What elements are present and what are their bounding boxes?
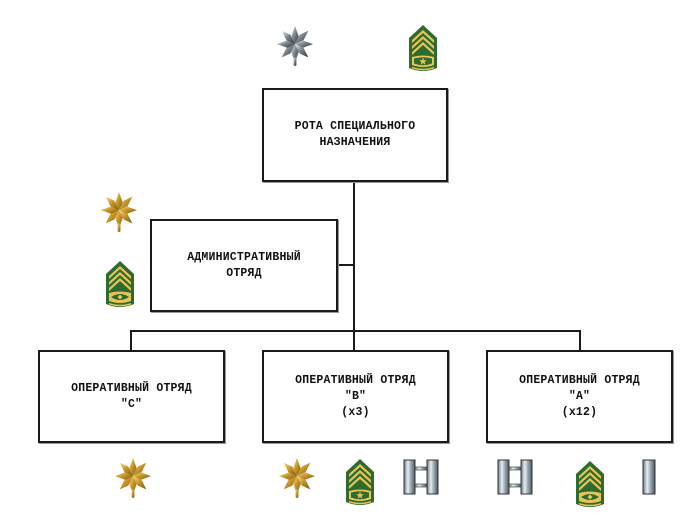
sergeant-major-chevron-icon	[408, 24, 438, 74]
connector-hq-down	[353, 180, 355, 332]
first-sergeant-chevron-icon	[575, 460, 605, 510]
gold-oak-leaf-icon	[100, 190, 138, 234]
node-label-line2: НАЗНАЧЕНИЯ	[319, 136, 391, 149]
node-label-line2: "В"	[344, 389, 367, 403]
gold-oak-leaf-icon	[278, 456, 316, 500]
node-label-line3: (x12)	[561, 405, 598, 419]
sergeant-major-chevron-icon	[345, 458, 375, 508]
connector-odb	[353, 330, 355, 350]
node-label-line2: "А"	[568, 389, 591, 403]
node-operational-detachment-c: ОПЕРАТИВНЫЙ ОТРЯД "С"	[38, 350, 225, 443]
captain-bars-icon	[497, 459, 533, 495]
lieutenant-bar-icon	[642, 459, 656, 495]
node-label-line3: (x3)	[341, 405, 370, 419]
node-operational-detachment-a: ОПЕРАТИВНЫЙ ОТРЯД "А" (x12)	[486, 350, 673, 443]
node-label-line2: ОТРЯД	[226, 266, 262, 280]
node-operational-detachment-b: ОПЕРАТИВНЫЙ ОТРЯД "В" (x3)	[262, 350, 449, 443]
node-admin-detachment: АДМИНИСТРАТИВНЫЙ ОТРЯД	[150, 219, 338, 312]
node-label-line1: ОПЕРАТИВНЫЙ ОТРЯД	[71, 381, 192, 395]
connector-odc	[130, 330, 132, 350]
first-sergeant-chevron-icon	[105, 260, 135, 310]
gold-oak-leaf-icon	[114, 456, 152, 500]
node-special-forces-company: РОТА СПЕЦИАЛЬНОГО НАЗНАЧЕНИЯ	[262, 88, 448, 182]
connector-oda	[579, 330, 581, 350]
node-label-line2: "С"	[120, 397, 143, 411]
node-label-line1: АДМИНИСТРАТИВНЫЙ	[187, 250, 301, 264]
captain-bars-icon	[403, 459, 439, 495]
connector-horizontal	[130, 330, 581, 332]
silver-oak-leaf-icon	[276, 24, 314, 68]
node-label-line1: РОТА СПЕЦИАЛЬНОГО	[294, 120, 416, 133]
connector-admin	[336, 264, 354, 266]
node-label-line1: ОПЕРАТИВНЫЙ ОТРЯД	[295, 373, 416, 387]
node-label-line1: ОПЕРАТИВНЫЙ ОТРЯД	[519, 373, 640, 387]
